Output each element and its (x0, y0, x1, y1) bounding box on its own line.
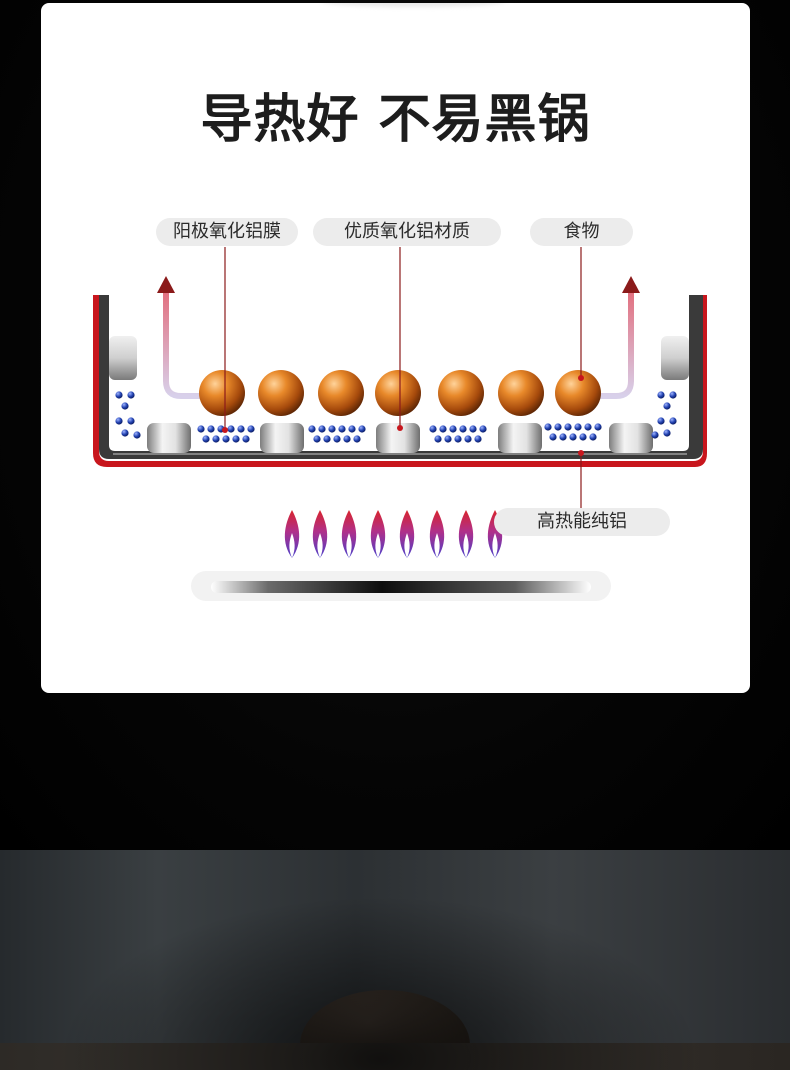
label-quality-alumina: 优质氧化铝材质 (313, 218, 501, 246)
card-notch (321, 3, 506, 7)
left-side-block (109, 336, 137, 380)
pan-cross-section-diagram (93, 247, 707, 601)
copper-ball-icon-group (199, 370, 601, 416)
leader-lines (222, 247, 584, 509)
blue-dot-icon-group (115, 391, 677, 443)
burner-bar (211, 581, 591, 593)
flame-inner-cutouts (289, 533, 498, 558)
alumina-blocks (147, 423, 653, 453)
label-food: 食物 (530, 218, 633, 246)
flame-icon-group (284, 510, 503, 558)
headline: 导热好 不易黑锅 (200, 90, 591, 150)
bottom-photo (0, 850, 790, 1070)
label-anodized-film: 阳极氧化铝膜 (156, 218, 298, 246)
info-card: 导热好 不易黑锅 (41, 3, 750, 693)
photo-shade (0, 850, 790, 1070)
heat-arrow-icon-right (597, 276, 640, 399)
right-side-block (661, 336, 689, 380)
label-pure-aluminum: 高热能纯铝 (494, 508, 670, 536)
heat-arrow-icon-left (157, 276, 201, 399)
